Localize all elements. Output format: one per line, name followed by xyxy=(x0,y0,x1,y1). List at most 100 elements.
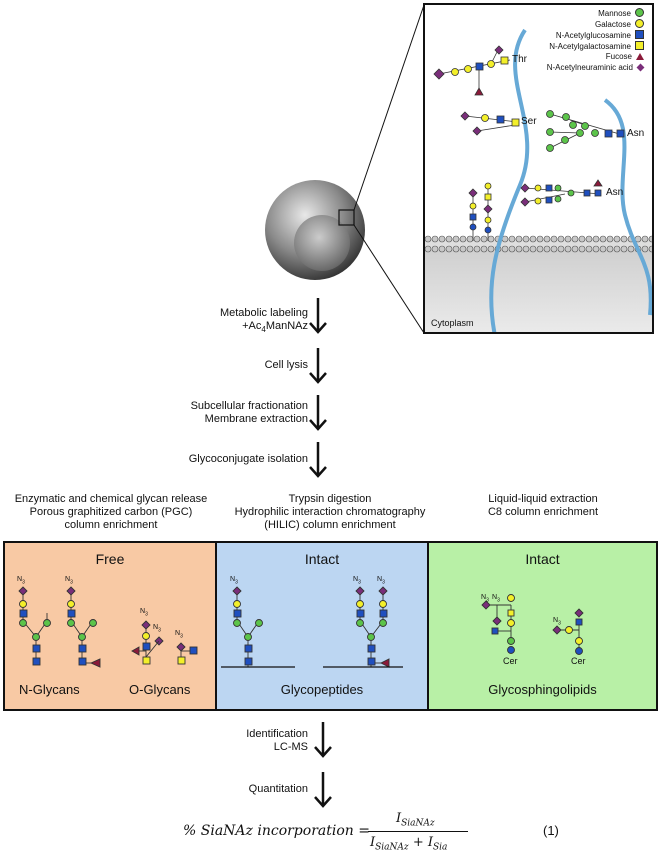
lipid-head xyxy=(571,245,579,253)
equation-number: (1) xyxy=(543,823,559,838)
lipid-head xyxy=(620,235,628,243)
lipid-head xyxy=(557,235,565,243)
n3-label: N3 xyxy=(17,576,25,586)
glycosphingolipids-label: Glycosphingolipids xyxy=(488,682,597,697)
equation-denominator: ISiaNAz + ISia xyxy=(370,835,448,853)
n3-label: N3 xyxy=(481,594,489,604)
n3-label: N3 xyxy=(492,594,500,604)
lipid-head xyxy=(592,245,600,253)
arrow-down-icon xyxy=(309,348,327,384)
legend-mannose: Mannose xyxy=(598,8,644,19)
glycosphingolipids-drawing xyxy=(481,594,584,655)
lipid-head xyxy=(529,245,537,253)
lipid-head xyxy=(592,235,600,243)
oglycans-label: O-Glycans xyxy=(129,682,191,697)
lipid-head xyxy=(613,235,621,243)
panel-free: Free xyxy=(3,541,217,711)
lipid-head xyxy=(501,245,509,253)
step-quantitation: Quantitation xyxy=(248,783,308,795)
cer-label: Cer xyxy=(571,656,586,666)
glycan-thr xyxy=(433,45,511,96)
lipid-head xyxy=(480,245,488,253)
n3-label: N3 xyxy=(230,576,238,586)
lipid-head xyxy=(438,235,446,243)
lipid-head xyxy=(522,245,530,253)
arrow-down-icon xyxy=(314,722,332,758)
lipid-head xyxy=(480,235,488,243)
lipid-head xyxy=(585,245,593,253)
protein-chain-1 xyxy=(489,28,530,332)
lipid-head xyxy=(425,235,432,243)
lipid-head xyxy=(459,245,467,253)
protein-chain-2 xyxy=(603,98,652,316)
lipid-head xyxy=(473,235,481,243)
lipid-head xyxy=(627,245,635,253)
arrow-down-icon xyxy=(314,772,332,808)
cer-label: Cer xyxy=(503,656,518,666)
legend-glcnac: N-Acetylglucosamine xyxy=(556,30,644,41)
asn-label-1: Asn xyxy=(627,128,645,139)
equation-numerator: ISiaNAz xyxy=(396,811,435,829)
mannose-icon xyxy=(635,8,644,17)
lipid-head xyxy=(578,235,586,243)
step-glycoconjugate-isolation: Glycoconjugate isolation xyxy=(188,453,308,465)
lipid-head xyxy=(536,235,544,243)
lipid-head xyxy=(550,245,558,253)
step-fractionation: Subcellular fractionation Membrane extra… xyxy=(190,400,308,425)
glycan-asn-2 xyxy=(520,179,603,207)
arrow-down-icon xyxy=(309,442,327,478)
lipid-head xyxy=(543,245,551,253)
legend-galactose: Galactose xyxy=(595,19,644,30)
lipid-head xyxy=(606,245,614,253)
free-glycans-drawing xyxy=(18,586,198,668)
lipid-head xyxy=(445,235,453,243)
thr-label: Thr xyxy=(512,54,527,65)
lipid-head xyxy=(571,235,579,243)
glycopeptides-drawing xyxy=(221,586,403,668)
lipid-head xyxy=(487,245,495,253)
glycan-asn-1 xyxy=(546,110,625,152)
n3-label: N3 xyxy=(140,608,148,618)
lipid-head xyxy=(641,245,649,253)
lipid-head xyxy=(543,235,551,243)
lipid-head xyxy=(578,245,586,253)
nucleus xyxy=(294,215,350,271)
n3-label: N3 xyxy=(353,576,361,586)
lipid-head xyxy=(452,235,460,243)
legend-neu5ac: N-Acetylneuraminic acid xyxy=(547,63,645,73)
lipid-head xyxy=(473,245,481,253)
lipid-head xyxy=(648,245,652,253)
lipid-head xyxy=(459,235,467,243)
lipid-head xyxy=(508,235,516,243)
inset-drawing xyxy=(425,28,652,332)
fucose-icon xyxy=(636,53,644,60)
lipid-head xyxy=(508,245,516,253)
lipid-head xyxy=(452,245,460,253)
lipid-bilayer xyxy=(425,235,652,253)
lipid-head xyxy=(606,235,614,243)
lipid-head xyxy=(536,245,544,253)
lipid-head xyxy=(564,245,572,253)
glycan-ser xyxy=(460,111,520,136)
galnac-icon xyxy=(635,41,644,50)
equation-lhs: % SiaNAz incorporation = xyxy=(183,823,370,839)
lipid-head xyxy=(585,235,593,243)
panel-intact-glycopeptides: Intact xyxy=(215,541,429,711)
step-metabolic-labeling: Metabolic labeling +Ac4ManNAz xyxy=(219,307,308,335)
ser-label: Ser xyxy=(521,116,537,127)
lipid-head xyxy=(431,245,439,253)
legend-fucose: Fucose xyxy=(606,52,644,62)
cytoplasm-label: Cytoplasm xyxy=(431,318,474,328)
lipid-head xyxy=(522,235,530,243)
glycopeptides-label: Glycopeptides xyxy=(280,682,364,697)
n3-label: N3 xyxy=(153,624,161,634)
lipid-head xyxy=(557,245,565,253)
lipid-head xyxy=(466,245,474,253)
lipid-head xyxy=(529,235,537,243)
arrow-down-icon xyxy=(309,298,327,334)
lipid-head xyxy=(599,245,607,253)
cell-illustration xyxy=(265,4,425,334)
n3-label: N3 xyxy=(553,617,561,627)
